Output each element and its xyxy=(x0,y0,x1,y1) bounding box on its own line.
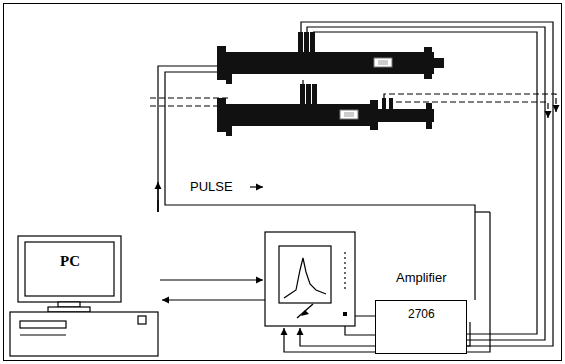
amplifier-box: 2706 xyxy=(375,300,467,354)
frame xyxy=(4,4,562,361)
computer-label: PC xyxy=(60,253,80,270)
monitor-screen: PC xyxy=(26,243,113,295)
model-number: 2706 xyxy=(408,307,435,321)
signal-label: PULSE xyxy=(189,179,234,194)
device-heading: Amplifier xyxy=(396,270,447,285)
computer xyxy=(10,236,158,356)
wires xyxy=(158,22,553,352)
pulse-analyzer xyxy=(265,232,355,326)
amplifier-unit: Amplifier 2706 xyxy=(375,268,467,354)
impedance-tube xyxy=(217,84,434,136)
impedance-tube xyxy=(217,32,444,84)
